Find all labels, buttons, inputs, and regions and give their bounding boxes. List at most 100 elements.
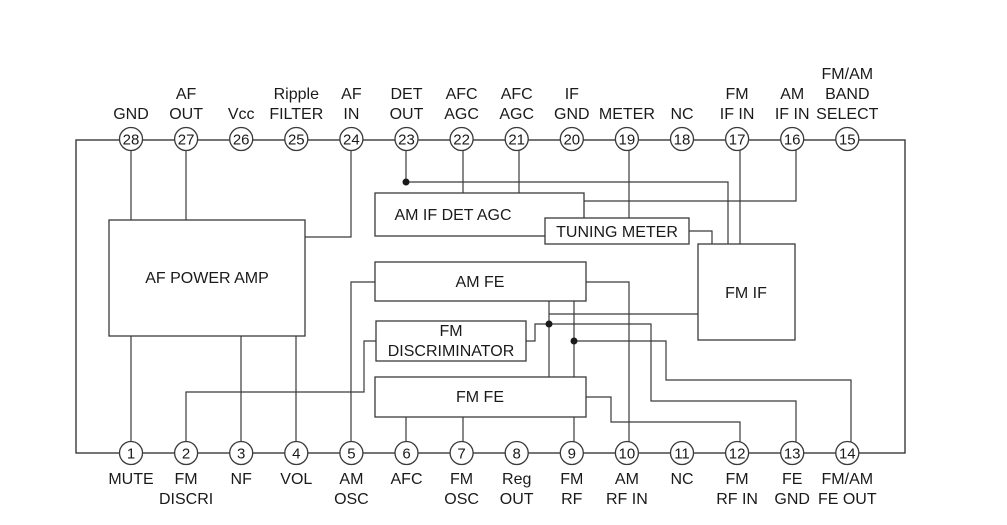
pin-label: FILTER <box>269 106 323 123</box>
pin-label: AM <box>615 471 639 488</box>
pin-label: NC <box>670 471 693 488</box>
block-af-power-amp: AF POWER AMP <box>108 219 306 337</box>
pin-circle <box>173 126 199 152</box>
pin-number: 4 <box>292 446 300 463</box>
pin-label: FM/AM <box>822 66 874 83</box>
pin-number: 17 <box>729 132 746 149</box>
block-am-fe: AM FE <box>374 261 587 302</box>
pin-circle <box>669 440 695 466</box>
pin-circle <box>504 440 529 466</box>
wire-pin5-amfe <box>350 281 375 443</box>
pin-circle <box>449 126 474 152</box>
pin-circle <box>835 440 860 466</box>
pin-label: GND <box>774 491 810 508</box>
pin-18: 18 NC <box>669 106 695 152</box>
pin-label: RF IN <box>606 491 648 508</box>
pin-label: METER <box>599 106 655 123</box>
pin-label: DET <box>391 86 423 103</box>
pin-label: Ripple <box>274 86 319 103</box>
pin-label: GND <box>113 106 149 123</box>
block-am-if-det-agc: AM IF DET AGC <box>374 192 585 237</box>
pin-circle <box>724 440 750 466</box>
pin-number: 10 <box>619 446 636 463</box>
pin-label: AF <box>176 86 197 103</box>
pin-label: IF <box>565 86 579 103</box>
pin-label: FM <box>560 471 583 488</box>
pin-label: VOL <box>280 471 312 488</box>
pin-number: 27 <box>178 132 195 149</box>
pin-label: FM <box>726 471 749 488</box>
pin-number: 3 <box>237 446 245 463</box>
pin-circle <box>614 126 640 152</box>
pin-label: DISCRI <box>159 491 213 508</box>
pin-number: 7 <box>457 446 465 463</box>
pin-label: BAND <box>825 86 869 103</box>
bottom-pins: 1MUTE2FMDISCRI3NF4VOL5AMOSC6AFC7FMOSC8Re… <box>108 440 877 508</box>
pin-number: 21 <box>508 132 525 149</box>
pin-number: 18 <box>674 132 691 149</box>
pin-label: FE <box>782 471 802 488</box>
top-pins: 28GND27AFOUT26Vcc25RippleFILTER24AFIN23D… <box>113 66 879 152</box>
pin-number: 16 <box>784 132 801 149</box>
pin-number: 1 <box>127 446 135 463</box>
wire-pin14-feout <box>574 340 852 443</box>
pin-circle <box>724 126 750 152</box>
wire-detout-bus <box>406 181 729 244</box>
pin-circle <box>173 440 199 466</box>
pin-label: AGC <box>444 106 479 123</box>
pin-circle <box>559 440 584 466</box>
pin-number: 8 <box>513 446 521 463</box>
pin-number: 23 <box>398 132 415 149</box>
wire-meter-fmif <box>689 230 713 244</box>
block-fm-if: FM IF <box>697 243 796 341</box>
pin-number: 20 <box>563 132 580 149</box>
pin-circle <box>669 126 695 152</box>
pin-label: FM/AM <box>822 471 874 488</box>
pin-label: NC <box>670 106 693 123</box>
block-label: FM IF <box>725 285 767 302</box>
pin-20: 20 IF GND <box>554 86 590 152</box>
pin-number: 11 <box>674 446 690 463</box>
block-tuning-meter: TUNING METER <box>544 217 690 245</box>
pin-label: AFC <box>391 471 423 488</box>
pin-number: 28 <box>123 132 140 149</box>
block-label: AM IF DET AGC <box>394 207 511 224</box>
pin-28: 28 GND <box>113 106 149 152</box>
pin-number: 12 <box>729 446 746 463</box>
pin-label: AM <box>339 471 363 488</box>
pin-label: RF <box>561 491 583 508</box>
pin-circle <box>339 126 364 152</box>
pin-label: GND <box>554 106 590 123</box>
wire-disc-tie <box>526 323 549 342</box>
pin-number: 2 <box>182 446 190 463</box>
pin-label: AF <box>341 86 362 103</box>
pin-label: AFC <box>446 86 478 103</box>
wire-pin16-agc <box>584 150 797 202</box>
pin-number: 9 <box>568 446 576 463</box>
pin-label: RF IN <box>716 491 758 508</box>
pin-label: OUT <box>169 106 203 123</box>
pin-number: 13 <box>784 446 801 463</box>
block-label: TUNING METER <box>556 224 678 241</box>
pin-circle <box>118 126 144 152</box>
block-label: AM FE <box>456 274 505 291</box>
pin-circle <box>118 440 144 466</box>
wire-pin13-fe <box>549 323 797 443</box>
internal-wiring <box>130 150 852 443</box>
